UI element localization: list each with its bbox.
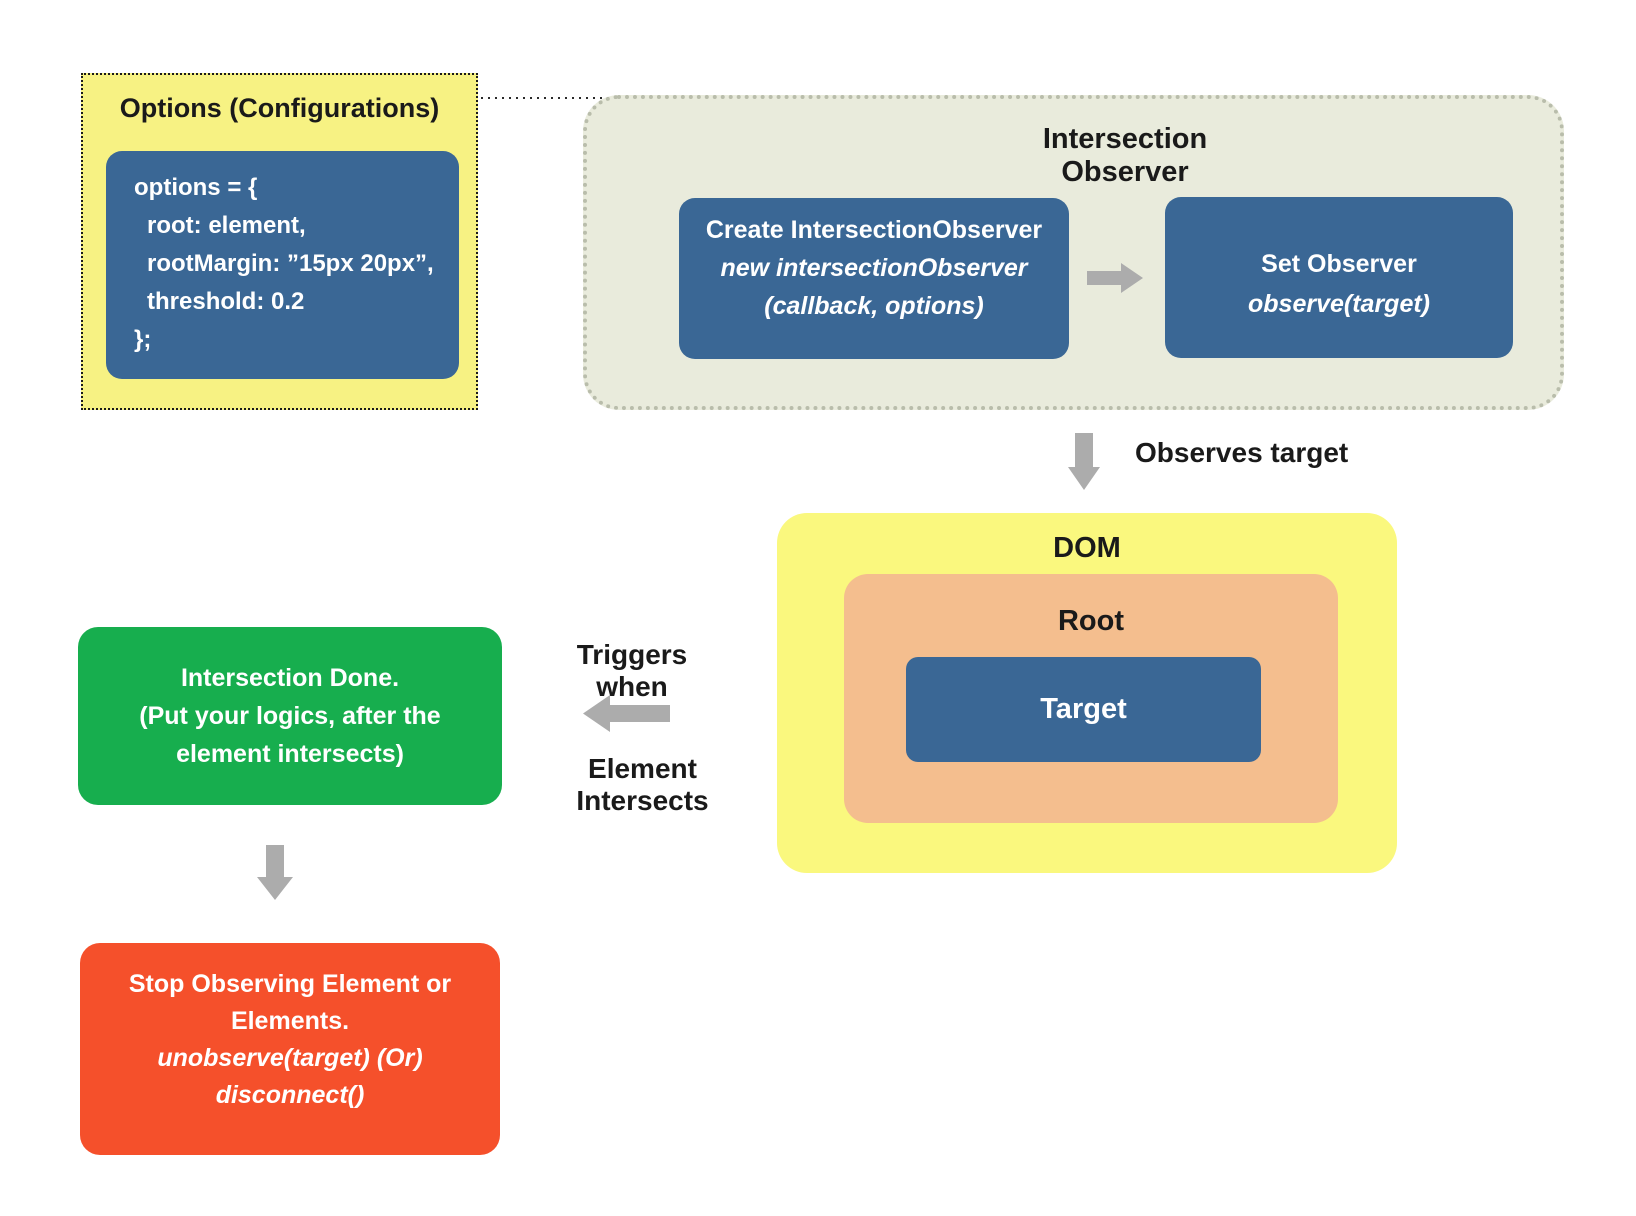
arrow-left-icon [583,695,670,732]
options-code-box: options = { root: element, rootMargin: ”… [106,151,459,379]
arrow-right-icon [1087,263,1143,293]
code-line: }; [134,326,152,353]
stop-box-line: Elements. [230,1007,350,1035]
arrow-down-icon [1068,433,1100,490]
create-box-code: (callback, options) [764,291,984,320]
done-box-line: Intersection Done. [180,664,400,692]
done-box-line: element intersects) [176,740,404,768]
code-line: root: element, [147,212,306,239]
code-line: options = { [134,174,258,201]
arrow-down-icon [257,845,293,900]
stop-observing-box: Stop Observing Element or Elements. unob… [80,943,500,1155]
options-title: Options (Configurations) [119,93,440,123]
stop-box-code: disconnect() [215,1081,365,1109]
options-box: Options (Configurations) options = { roo… [81,73,478,410]
create-box-line: Create IntersectionObserver [705,215,1043,244]
create-intersection-observer-box: Create IntersectionObserver new intersec… [679,198,1069,359]
target-box: Target [906,657,1261,762]
stop-box-line: Stop Observing Element or [128,970,452,998]
element-intersects-label: Element Intersects [576,753,709,816]
stop-box-code: unobserve(target) (Or) [157,1044,423,1072]
set-box-line: Set Observer [1261,249,1417,278]
set-box-code: observe(target) [1248,289,1430,318]
create-box-code: new intersectionObserver [720,253,1028,282]
code-line: threshold: 0.2 [147,288,305,315]
triggers-when-label: Triggers when [576,639,688,702]
observes-target-label: Observes target [1135,437,1349,468]
root-title: Root [1057,605,1125,637]
done-box-line: (Put your logics, after the [139,702,441,730]
root-box: Root Target [844,574,1338,823]
dom-title: DOM [1053,532,1121,564]
intersection-done-box: Intersection Done. (Put your logics, aft… [78,627,502,805]
dom-box: DOM Root Target [777,513,1397,873]
set-observer-box: Set Observer observe(target) [1165,197,1513,358]
code-line: rootMargin: ”15px 20px”, [147,250,434,277]
intersection-observer-title: Intersection Observer [1042,123,1208,188]
target-title: Target [1040,693,1127,725]
